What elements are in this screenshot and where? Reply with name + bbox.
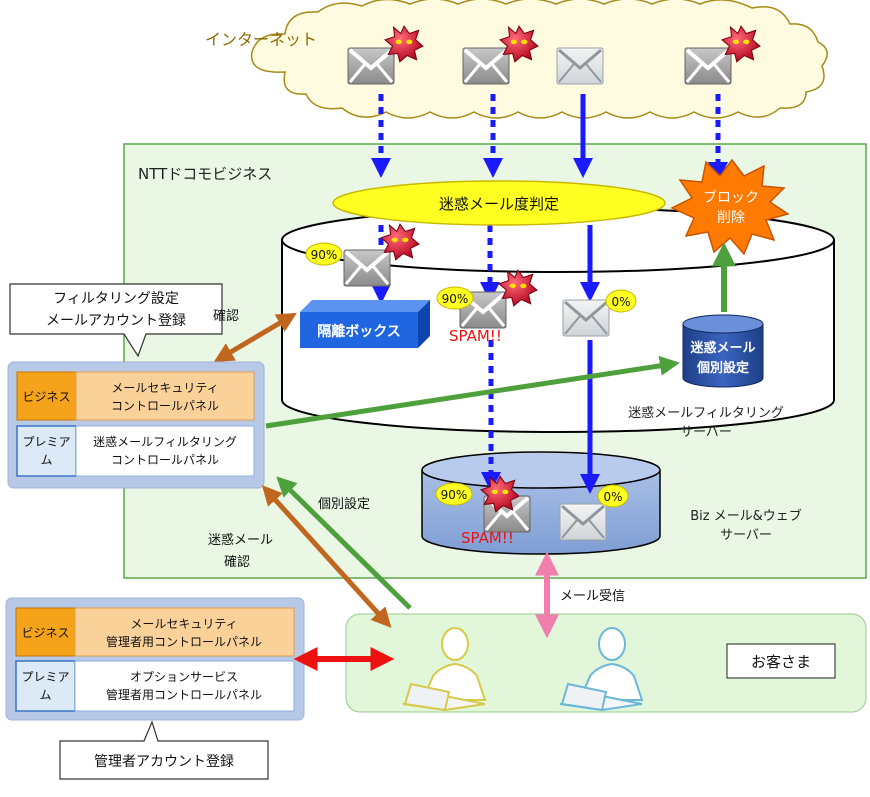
cp-top-biz-text-1: メールセキュリティ [111, 381, 218, 395]
badge-biz-clean [597, 484, 629, 508]
blue-arrows [371, 94, 728, 494]
badge-quarantine-text: 90% [311, 248, 338, 262]
clean-envelope-filter [561, 298, 611, 338]
cp-bottom-prem-text-1: オプションサービス [130, 670, 238, 684]
cp-bottom-prem-box [74, 660, 295, 712]
badge-quarantine [305, 242, 343, 266]
biz-server-label-2: サーバー [720, 528, 772, 543]
cp-bottom-biz-text-1: メールセキュリティ [130, 617, 237, 631]
ntt-label: NTTドコモビジネス [138, 165, 272, 183]
badge-biz-spam [435, 482, 473, 506]
quarantine-label: 隔離ボックス [317, 323, 401, 340]
callout-admin-label: 管理者アカウント登録 [94, 754, 234, 770]
cp-bottom-biz-tag [15, 607, 76, 657]
badge-biz-spam-text: 90% [441, 488, 468, 502]
clean-envelope-biz [558, 502, 608, 542]
callout-filter-line2: メールアカウント登録 [46, 313, 186, 329]
personal-setting-label-2: 個別設定 [696, 360, 749, 376]
orange-arrow-spam-confirm [261, 485, 392, 628]
cp-top-prem-box [75, 425, 255, 477]
block-label-1: ブロック [703, 189, 759, 206]
cp-bottom-biz-text-2: 管理者用コントロールパネル [106, 634, 262, 649]
cp-top-prem-tag-2: ム [40, 453, 52, 467]
cp-top-prem-tag-1: プレミア [22, 435, 70, 449]
cp-bottom-prem-tag-2: ム [39, 688, 51, 702]
callout-admin [59, 720, 269, 780]
cp-top-biz-tag [16, 371, 77, 421]
cp-bottom-biz-box [74, 607, 295, 657]
quarantine-box [300, 300, 430, 348]
cp-top-biz-text-2: コントロールパネル [111, 399, 219, 413]
orange-arrow-confirm [213, 312, 297, 363]
arrow-label-spam-2: 確認 [224, 554, 250, 570]
cp-top-prem-text-2: コントロールパネル [111, 453, 219, 467]
personal-setting-cylinder [682, 314, 764, 388]
spam-judge-ellipse [332, 180, 666, 226]
arrow-label-individual: 個別設定 [318, 496, 370, 512]
cp-top-prem-text-1: 迷惑メールフィルタリング [93, 435, 237, 449]
arrow-label-spam-1: 迷惑メール [208, 532, 273, 548]
filter-server-label-1: 迷惑メールフィルタリング [628, 405, 784, 421]
badge-filter-clean-text: 0% [611, 295, 630, 309]
cp-top-biz-tag-text: ビジネス [22, 390, 70, 404]
cp-bottom-biz-tag-text: ビジネス [21, 626, 69, 640]
green-arrow-personal [265, 355, 680, 429]
block-label-2: 削除 [717, 210, 745, 226]
badge-filter-spam-text: 90% [442, 292, 469, 306]
customer-label: お客さま [751, 653, 811, 671]
arrow-label-confirm: 確認 [213, 308, 239, 324]
badge-filter-spam [436, 286, 474, 310]
personal-setting-label-1: 迷惑メール [689, 340, 755, 356]
internet-label: インターネット [205, 30, 317, 49]
clean-envelope-internet [555, 46, 605, 86]
cp-bottom-prem-tag [15, 660, 76, 712]
biz-server-label-1: Biz メール&ウェブ [690, 508, 802, 524]
callout-filter [9, 283, 223, 358]
cp-bottom-prem-text-2: 管理者用コントロールパネル [106, 687, 262, 702]
cp-top-biz-box [75, 371, 255, 421]
arrow-label-receive: メール受信 [560, 589, 625, 604]
badge-biz-clean-text: 0% [603, 490, 622, 504]
cp-bottom-prem-tag-1: プレミア [21, 670, 69, 684]
spam-text-biz: SPAM!! [461, 529, 514, 547]
block-burst [670, 158, 790, 256]
spam-text-filter: SPAM!! [449, 327, 502, 345]
customer-label-box [726, 643, 836, 679]
callout-filter-line1: フィルタリング設定 [53, 291, 179, 307]
filter-server-label-2: サーバー [680, 425, 732, 440]
cp-top-prem-tag [16, 425, 77, 477]
badge-filter-clean [605, 289, 637, 313]
spam-judge-label: 迷惑メール度判定 [439, 195, 559, 213]
